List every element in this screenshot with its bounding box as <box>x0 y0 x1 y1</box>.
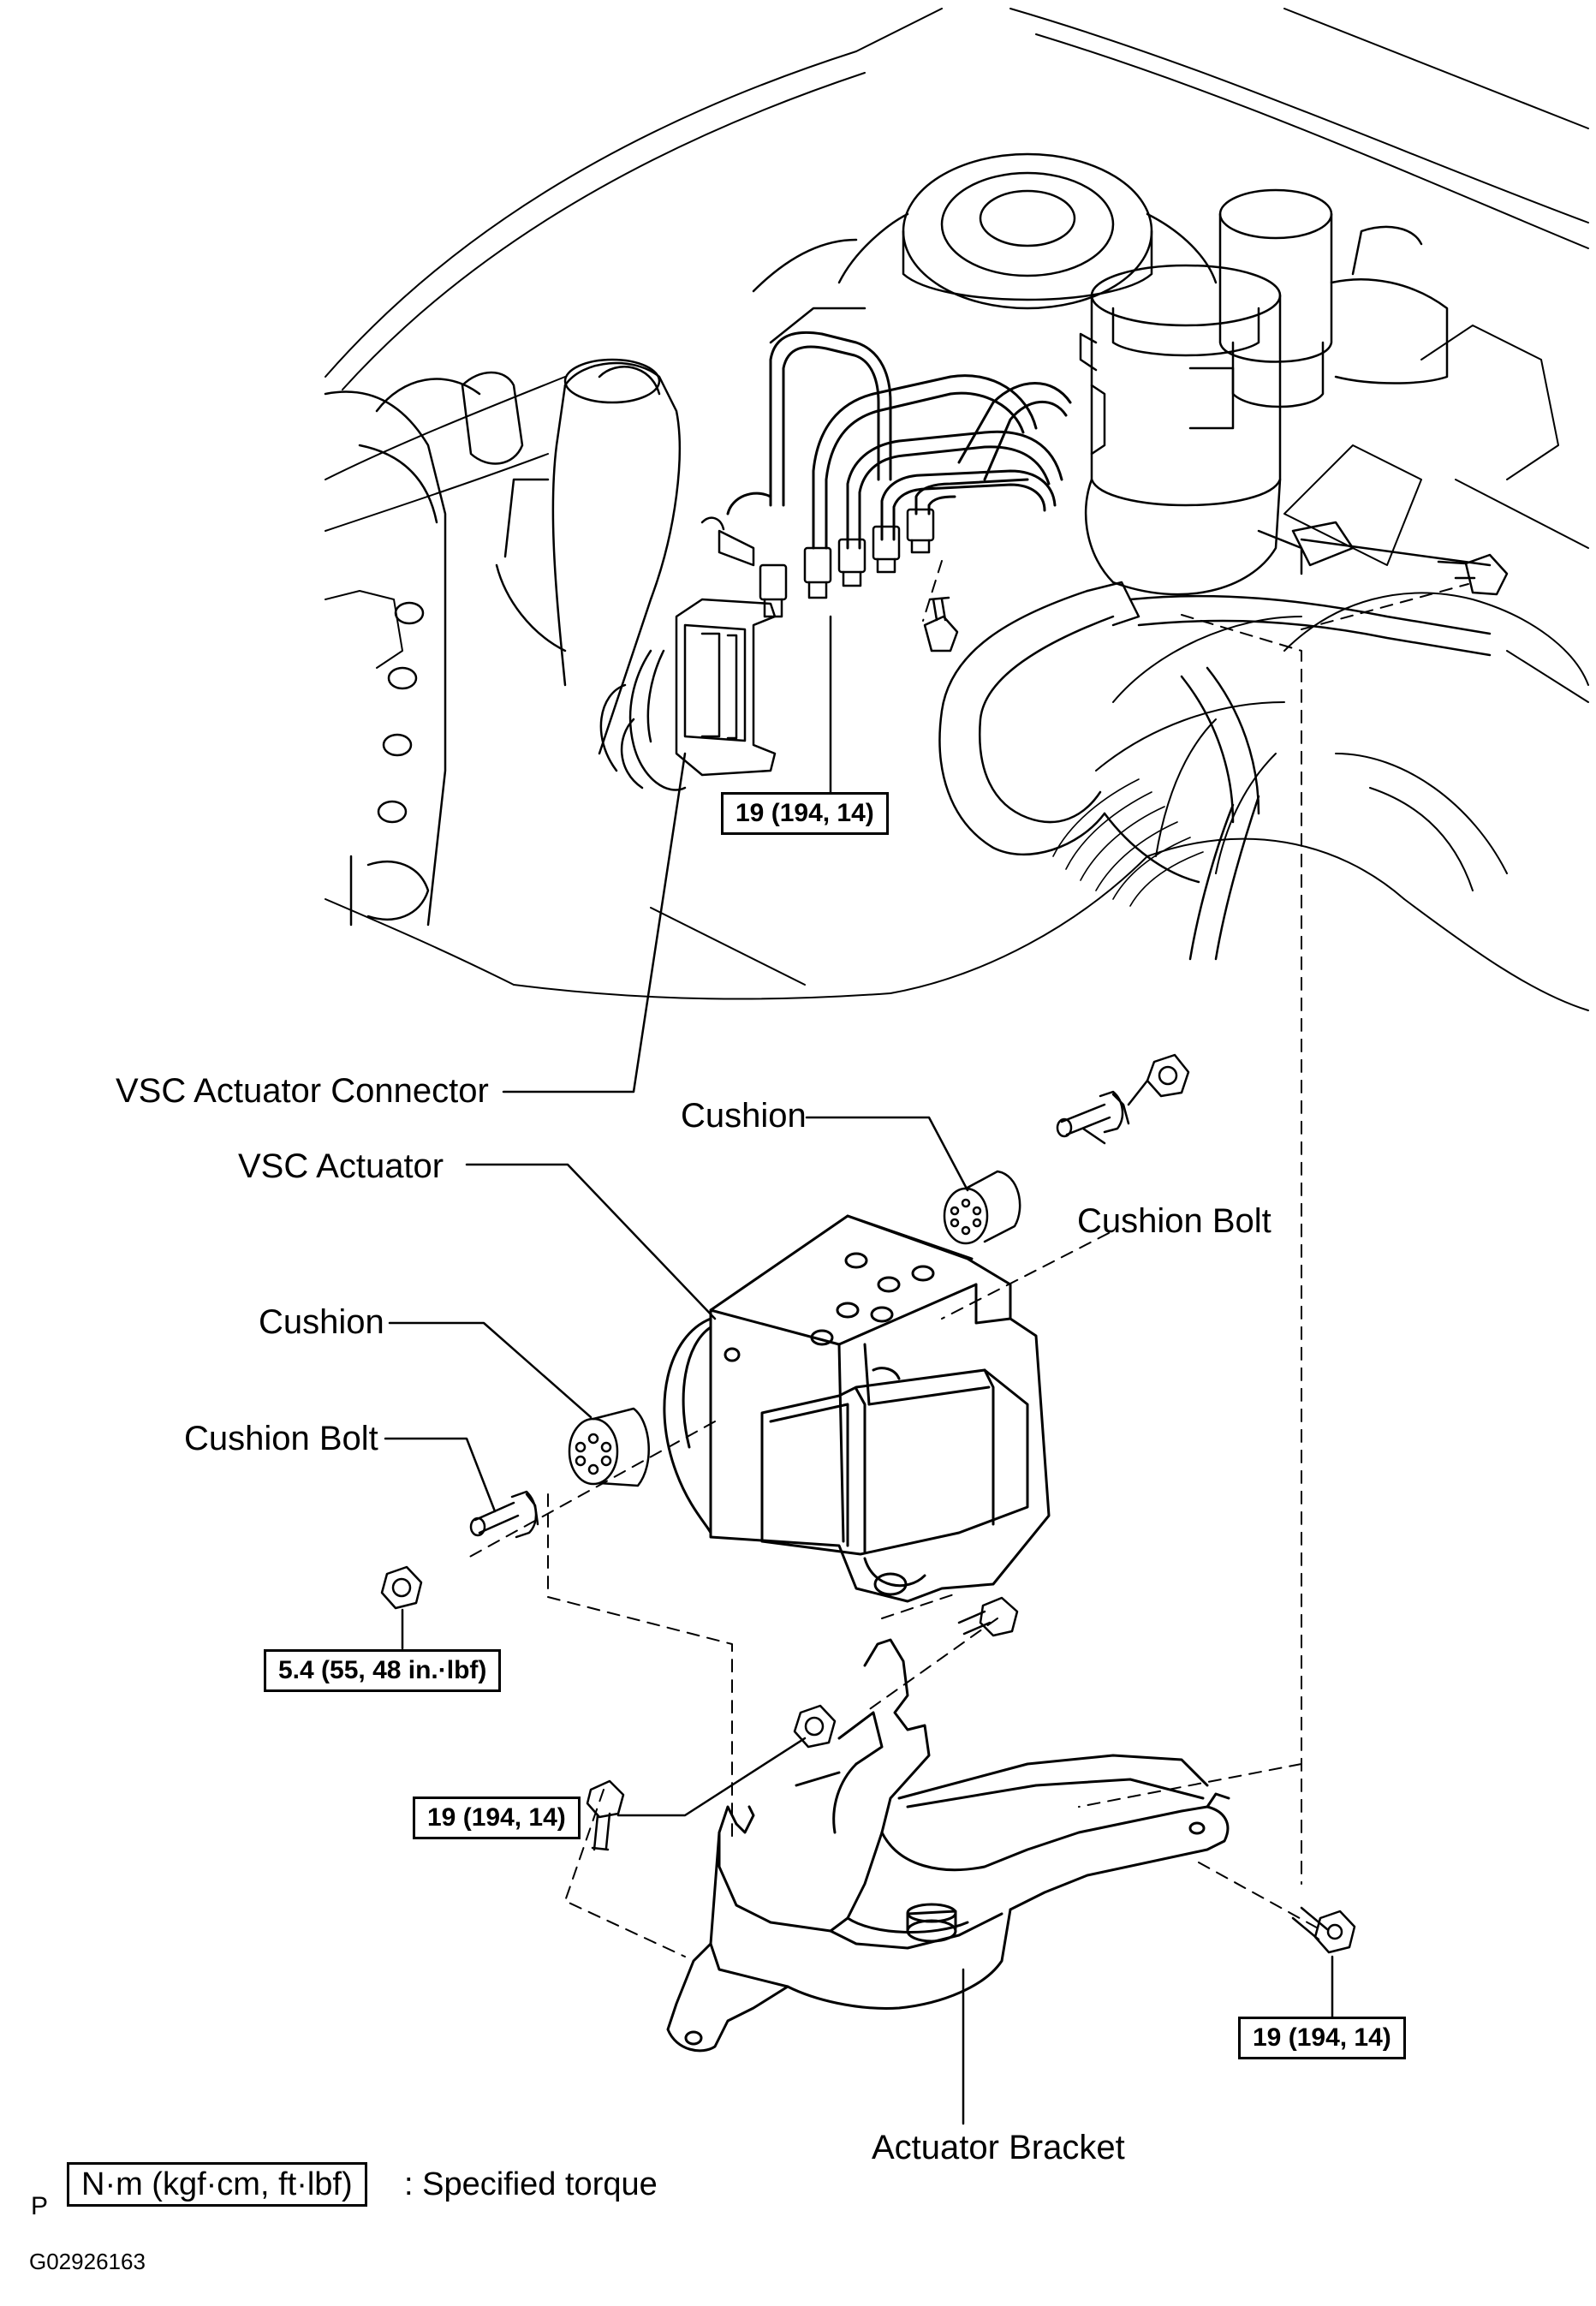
upper-cushion-bolt-illustration <box>1056 1090 1130 1138</box>
legend-prefix: P <box>31 2192 49 2220</box>
upper-cushion-illustration <box>943 1170 1021 1245</box>
master-cylinder <box>1079 264 1303 596</box>
torque-spec-cushion-nut: 5.4 (55, 48 in.·lbf) <box>264 1649 502 1692</box>
actuator-bracket-label: Actuator Bracket <box>872 2129 1125 2166</box>
left-frame-rail <box>324 371 524 927</box>
engine-bay-outline <box>325 8 1589 1011</box>
vsc-actuator-illustration <box>663 1214 1051 1603</box>
bracket-left-bolt-illustration <box>586 1779 625 1851</box>
figure-code: G02926163 <box>29 2249 146 2274</box>
vsc-actuator-label: VSC Actuator <box>238 1147 444 1185</box>
legend-units-box: N·m (kgf·cm, ft·lbf) <box>67 2162 367 2207</box>
upper-cushion-label: Cushion <box>681 1097 807 1135</box>
ribbed-hose <box>1052 778 1204 907</box>
upper-right-bolt <box>1291 521 1509 596</box>
upper-cushion-nut-illustration <box>1127 1053 1190 1106</box>
torque-spec-brake-lines: 19 (194, 14) <box>721 792 889 835</box>
lower-cushion-illustration <box>568 1407 650 1487</box>
vsc-actuator-connector-label: VSC Actuator Connector <box>116 1072 489 1110</box>
lower-cushion-nut-illustration <box>380 1565 423 1650</box>
brake-reservoir <box>1218 188 1449 408</box>
actuator-bracket-illustration <box>666 1638 1230 2053</box>
large-hoses <box>938 581 1492 961</box>
brake-lines <box>726 331 1072 550</box>
lower-cushion-label: Cushion <box>259 1303 384 1341</box>
lower-cushion-bolt-label: Cushion Bolt <box>184 1420 378 1457</box>
flare-nuts <box>700 508 935 618</box>
assembly-dashed-lines <box>466 560 1469 1957</box>
vsc-actuator-connector-illustration <box>599 598 777 791</box>
upper-cushion-bolt-label: Cushion Bolt <box>1077 1202 1271 1240</box>
bracket-right-bolt-illustration <box>1291 1906 1356 1954</box>
torque-spec-bracket-bolt: 19 (194, 14) <box>1238 2017 1406 2059</box>
intake-hose <box>495 358 681 755</box>
bracket-upper-bolt-illustration <box>957 1596 1019 1637</box>
upper-center-bolt <box>923 596 959 652</box>
strut-tower <box>752 152 1218 344</box>
torque-spec-bracket-nut: 19 (194, 14) <box>413 1797 581 1839</box>
leader-lines <box>384 615 1334 2125</box>
legend-description: : Specified torque <box>404 2166 658 2202</box>
lower-cushion-bolt-illustration <box>469 1490 539 1539</box>
bracket-nut-illustration <box>793 1704 837 1749</box>
